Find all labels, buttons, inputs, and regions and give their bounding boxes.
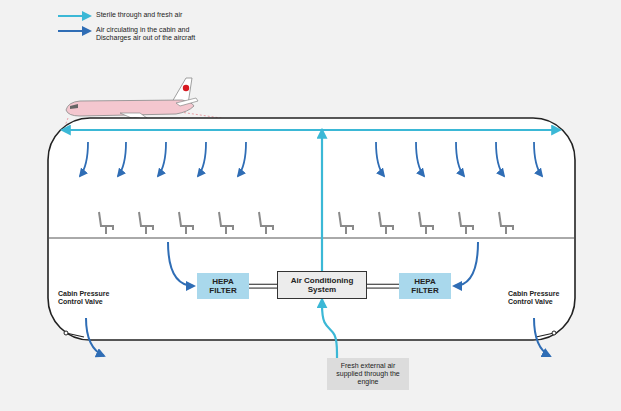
seat xyxy=(459,212,473,234)
seat xyxy=(499,212,513,234)
node-text: HEPA FILTER xyxy=(403,277,447,295)
return-air-arrow xyxy=(168,242,194,286)
cabin-air-arrow xyxy=(198,142,206,176)
cabin-air-arrow xyxy=(80,142,88,176)
seat xyxy=(99,212,113,234)
node-text: Air Conditioning System xyxy=(282,276,362,294)
legend-sample xyxy=(58,15,90,17)
supply-duct-arrow xyxy=(321,130,323,272)
seat xyxy=(139,212,153,234)
cabin-air-arrow xyxy=(534,142,542,176)
process-box: Air Conditioning System xyxy=(277,271,367,299)
fuselage-outline xyxy=(48,118,575,340)
exhaust-arrow xyxy=(86,318,104,356)
filter-box: HEPA FILTER xyxy=(399,273,451,299)
seat xyxy=(179,212,193,234)
cabin-air-arrow xyxy=(238,142,246,176)
return-air-arrow xyxy=(454,242,478,286)
cabin-air-arrow xyxy=(416,142,424,176)
valve-label: Cabin Pressure Control Valve xyxy=(58,290,116,306)
seat xyxy=(259,212,273,234)
legend-text: Air circulating in the cabin and Dischar… xyxy=(96,26,226,42)
cabin-air-arrow xyxy=(158,142,166,176)
valve-label: Cabin Pressure Control Valve xyxy=(508,290,566,306)
supply-duct-arrow xyxy=(62,129,322,131)
airflow-arrow xyxy=(322,299,337,358)
legend-text: Sterile through and fresh air xyxy=(96,11,256,19)
node-text: Fresh external air supplied through the … xyxy=(331,362,405,386)
supply-duct-arrow xyxy=(322,129,560,131)
exhaust-arrow xyxy=(534,318,550,356)
note-box: Fresh external air supplied through the … xyxy=(327,358,409,390)
cabin-air-arrow xyxy=(118,142,126,176)
seat xyxy=(419,212,433,234)
duct-connector xyxy=(249,286,277,287)
filter-box: HEPA FILTER xyxy=(197,273,249,299)
node-text: HEPA FILTER xyxy=(201,277,245,295)
cabin-air-arrow xyxy=(456,142,464,176)
seat xyxy=(339,212,353,234)
cabin-floor xyxy=(49,238,574,239)
duct-connector xyxy=(367,286,399,287)
legend-sample xyxy=(58,30,90,32)
pressure-valve xyxy=(64,331,556,337)
cabin-air-arrow xyxy=(496,142,504,176)
seat xyxy=(219,212,233,234)
cabin-air-arrow xyxy=(376,142,384,176)
seat xyxy=(379,212,393,234)
